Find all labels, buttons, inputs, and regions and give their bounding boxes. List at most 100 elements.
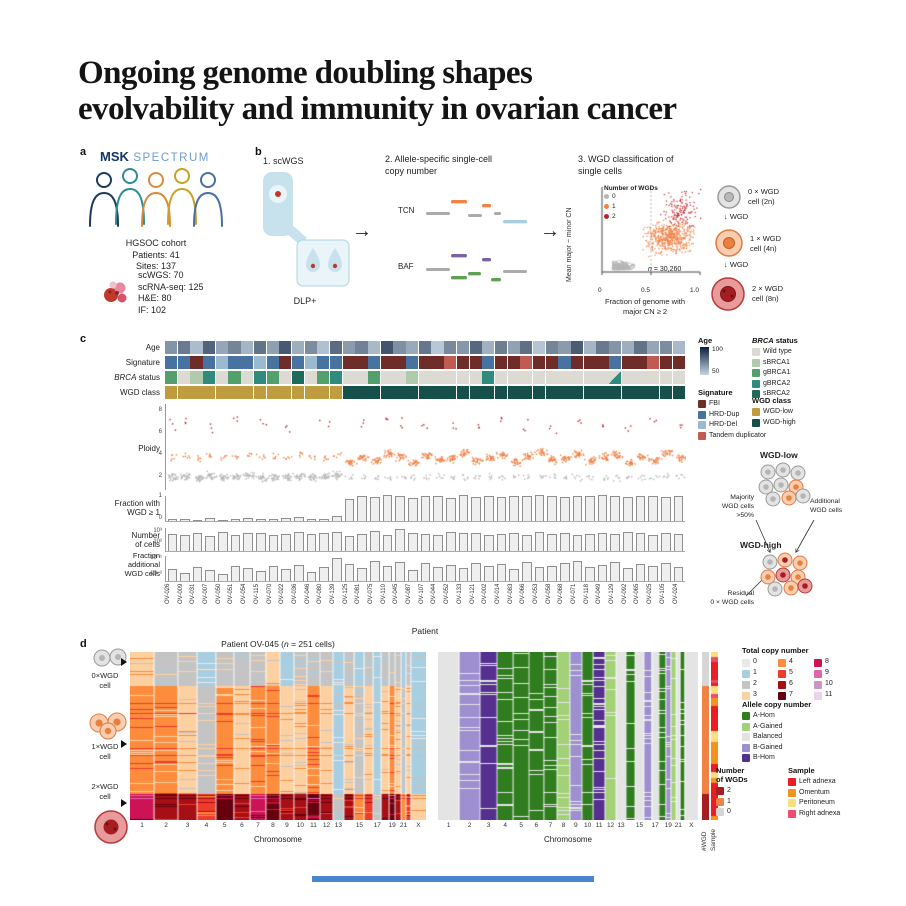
track-cell bbox=[253, 356, 266, 369]
patient-bar bbox=[180, 534, 190, 551]
patient-bar bbox=[597, 564, 608, 581]
patient-label: OV-139 bbox=[329, 584, 336, 605]
step2-line2: copy number bbox=[385, 165, 438, 176]
track-cell bbox=[406, 356, 419, 369]
legend-swatch-icon bbox=[778, 691, 786, 700]
track-cell bbox=[177, 341, 190, 354]
legend-item: WGD-high bbox=[752, 418, 796, 429]
wgd1-dot-icon bbox=[604, 204, 609, 210]
patient-bar bbox=[243, 533, 254, 551]
track-cell bbox=[444, 341, 457, 354]
legend-item: 0 bbox=[716, 807, 748, 818]
patient-bar bbox=[471, 532, 481, 551]
track-cell bbox=[482, 386, 495, 399]
patient-bar bbox=[648, 496, 659, 521]
track-cell bbox=[215, 356, 228, 369]
track-cell bbox=[317, 386, 330, 399]
patient-bar bbox=[458, 533, 469, 551]
track-cell bbox=[431, 341, 444, 354]
allele-cn-heatmap bbox=[438, 652, 698, 820]
track-cell bbox=[291, 341, 305, 354]
legend-swatch-icon bbox=[752, 418, 760, 427]
legend-swatch-icon bbox=[698, 421, 706, 430]
people-illustration bbox=[89, 168, 223, 227]
patient-bar bbox=[357, 533, 367, 551]
down-arrow-icon: ↓ bbox=[724, 212, 728, 221]
chromosome-label: 9 bbox=[574, 822, 578, 829]
patient-label: OV-092 bbox=[621, 584, 628, 605]
patient-bar bbox=[547, 496, 557, 521]
patient-label: OV-058 bbox=[545, 584, 552, 605]
legend-swatch-icon bbox=[742, 691, 750, 700]
legend-item: sBRCA2 bbox=[752, 389, 798, 400]
track-cell bbox=[469, 341, 482, 354]
track-cell bbox=[253, 341, 266, 354]
patient-bar bbox=[319, 567, 330, 581]
legend-swatch-icon bbox=[716, 797, 724, 806]
patient-bar bbox=[230, 519, 241, 521]
track-cell bbox=[380, 386, 393, 399]
legend-swatch-icon bbox=[742, 743, 750, 752]
legend-item: Left adnexa bbox=[788, 777, 840, 788]
legend-swatch-icon bbox=[698, 400, 706, 409]
patient-bar bbox=[648, 566, 659, 581]
legend-item: 11 bbox=[814, 690, 850, 701]
figure-title: Ongoing genome doubling shapes evolvabil… bbox=[78, 55, 677, 127]
track-cell bbox=[609, 386, 622, 399]
patient-label: OV-053 bbox=[532, 584, 539, 605]
track-cell bbox=[596, 356, 609, 369]
patient-bar bbox=[218, 519, 228, 521]
sample-annotation-label: Sample bbox=[710, 828, 717, 851]
track-cell bbox=[558, 371, 571, 384]
assay-list: scWGS: 70 scRNA-seq: 125 H&E: 80 IF: 102 bbox=[138, 270, 204, 317]
patient-bar bbox=[420, 563, 431, 581]
track-cell bbox=[228, 386, 241, 399]
patient-bar bbox=[395, 561, 405, 581]
track-cell bbox=[647, 356, 660, 369]
step3-line2: single cells bbox=[578, 165, 623, 176]
track-cell bbox=[355, 371, 368, 384]
patient-bar bbox=[268, 566, 279, 581]
track-cell bbox=[520, 386, 533, 399]
patient-label: OV-024 bbox=[672, 584, 679, 605]
track-cell bbox=[355, 341, 368, 354]
legend-item: 7 bbox=[778, 690, 814, 701]
track-cell bbox=[203, 341, 216, 354]
patient-bar bbox=[521, 534, 532, 551]
wgd-low-title: WGD-low bbox=[760, 450, 798, 460]
patient-label: OV-050 bbox=[215, 584, 222, 605]
chromosome-label: X bbox=[416, 822, 421, 829]
track-cell bbox=[228, 371, 241, 384]
arrow-step2-step3-icon: → bbox=[540, 220, 560, 242]
cells-tick-1000: 10³ bbox=[153, 528, 162, 534]
legend-swatch-icon bbox=[752, 379, 760, 388]
track-cell bbox=[659, 341, 672, 354]
patient-bar bbox=[471, 496, 481, 521]
patient-bar bbox=[407, 569, 418, 581]
track-cell bbox=[621, 341, 634, 354]
track-cell bbox=[380, 371, 393, 384]
age-min-label: 50 bbox=[712, 368, 720, 375]
track-cell bbox=[393, 356, 406, 369]
patient-bar bbox=[306, 519, 317, 521]
patient-label: OV-002 bbox=[482, 584, 489, 605]
track-cell bbox=[368, 356, 381, 369]
chromosome-label: 3 bbox=[486, 822, 491, 829]
chromosome-label: 4 bbox=[204, 822, 209, 829]
track-cell bbox=[165, 341, 178, 354]
title-line2: evolvability and immunity in ovarian can… bbox=[78, 90, 677, 127]
age-max-label: 100 bbox=[712, 346, 723, 353]
legend-swatch-icon bbox=[778, 680, 786, 689]
patient-bar bbox=[344, 563, 355, 581]
track-cell bbox=[494, 356, 508, 369]
ploidy-tick-8: 8 bbox=[158, 407, 162, 413]
legend-swatch-icon bbox=[788, 799, 796, 808]
scatter-x-label-line2: major CN ≥ 2 bbox=[622, 306, 668, 316]
legend-item: Peritoneum bbox=[788, 798, 840, 809]
patient-bar bbox=[243, 517, 254, 521]
panel-c-label: c bbox=[80, 333, 87, 345]
